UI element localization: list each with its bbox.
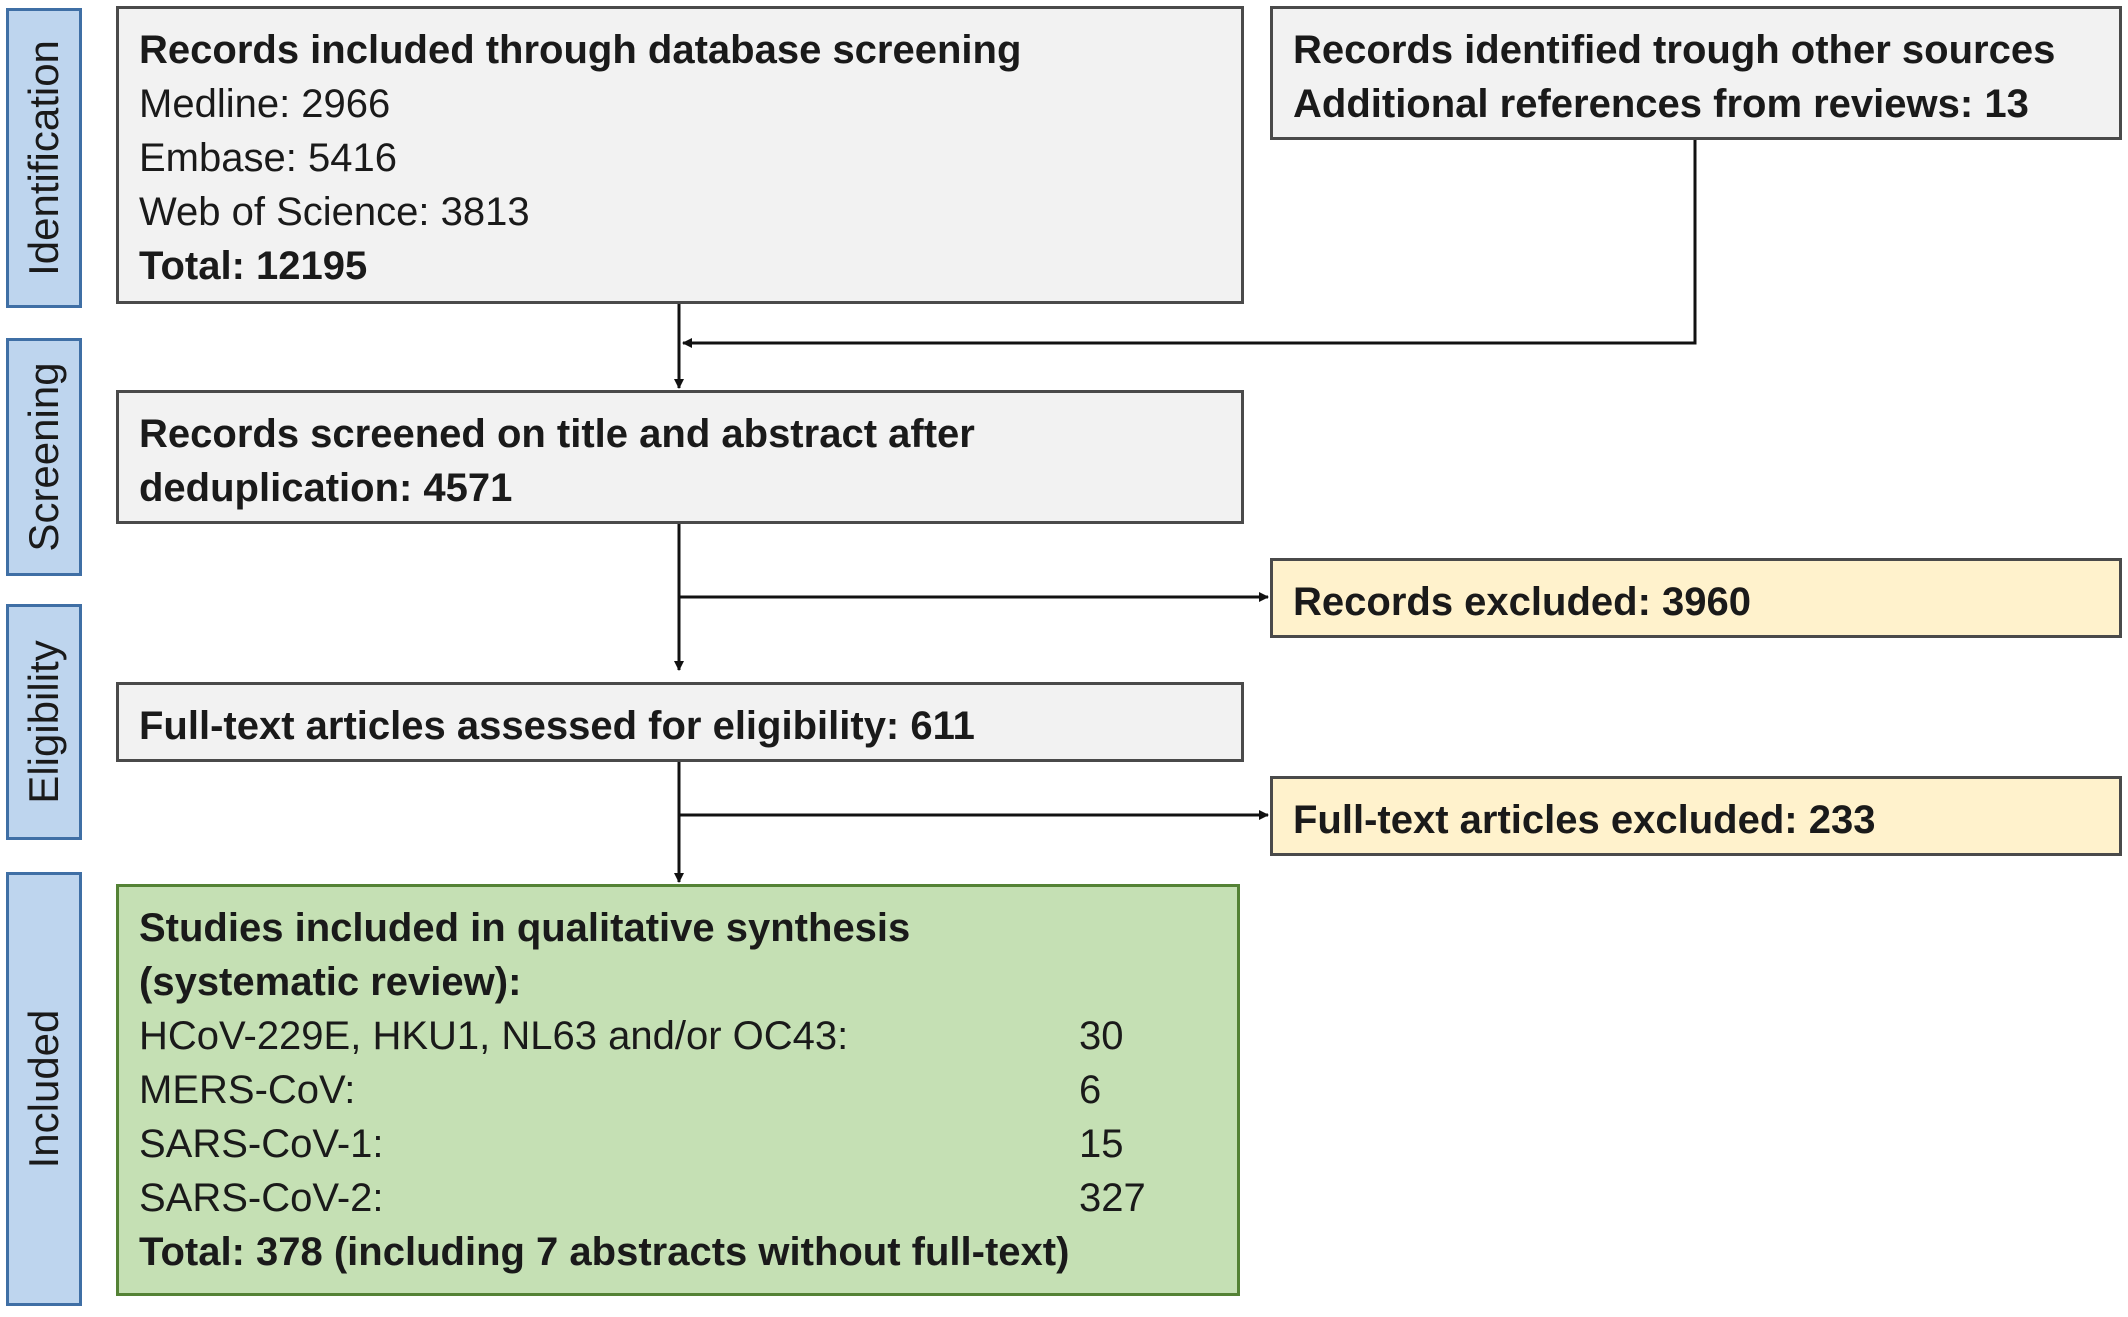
screened-text: Records screened on title and abstract a… — [139, 412, 975, 510]
included-row-count: 6 — [1079, 1068, 1102, 1112]
fulltext-excluded-text: Full-text articles excluded: 233 — [1293, 798, 1876, 842]
other-sources-title: Records identified trough other sources — [1293, 28, 2056, 72]
arrow-other-sources-merge — [682, 140, 1697, 348]
screened-box: Records screened on title and abstract a… — [116, 390, 1244, 524]
stage-eligibility: Eligibility — [6, 604, 82, 840]
included-row-count: 15 — [1079, 1122, 1124, 1166]
fulltext-assessed-box: Full-text articles assessed for eligibil… — [116, 682, 1244, 762]
stage-screening: Screening — [6, 338, 82, 576]
database-total: Total: 12195 — [139, 244, 368, 288]
included-row: MERS-CoV: 6 — [139, 1063, 1217, 1117]
included-total: Total: 378 (including 7 abstracts withou… — [139, 1230, 1070, 1274]
records-excluded-box: Records excluded: 3960 — [1270, 558, 2122, 638]
database-line-wos: Web of Science: 3813 — [139, 190, 530, 234]
other-sources-line: Additional references from reviews: 13 — [1293, 82, 2029, 126]
stage-included: Included — [6, 872, 82, 1306]
fulltext-excluded-box: Full-text articles excluded: 233 — [1270, 776, 2122, 856]
included-studies-box: Studies included in qualitative synthesi… — [116, 884, 1240, 1296]
included-row-name: SARS-CoV-2: — [139, 1176, 384, 1220]
other-sources-box: Records identified trough other sources … — [1270, 6, 2122, 140]
database-records-box: Records included through database screen… — [116, 6, 1244, 304]
records-excluded-text: Records excluded: 3960 — [1293, 580, 1751, 624]
included-row-name: HCoV-229E, HKU1, NL63 and/or OC43: — [139, 1014, 849, 1058]
included-row: SARS-CoV-2: 327 — [139, 1171, 1217, 1225]
database-line-medline: Medline: 2966 — [139, 82, 391, 126]
fulltext-assessed-text: Full-text articles assessed for eligibil… — [139, 704, 975, 748]
included-row-count: 327 — [1079, 1176, 1146, 1220]
included-row-count: 30 — [1079, 1014, 1124, 1058]
included-row: SARS-CoV-1: 15 — [139, 1117, 1217, 1171]
database-line-embase: Embase: 5416 — [139, 136, 397, 180]
included-title: Studies included in qualitative synthesi… — [139, 906, 911, 1004]
included-row: HCoV-229E, HKU1, NL63 and/or OC43: 30 — [139, 1009, 1217, 1063]
stage-identification: Identification — [6, 8, 82, 308]
included-row-name: SARS-CoV-1: — [139, 1122, 384, 1166]
included-row-name: MERS-CoV: — [139, 1068, 356, 1112]
database-records-title: Records included through database screen… — [139, 28, 1022, 72]
